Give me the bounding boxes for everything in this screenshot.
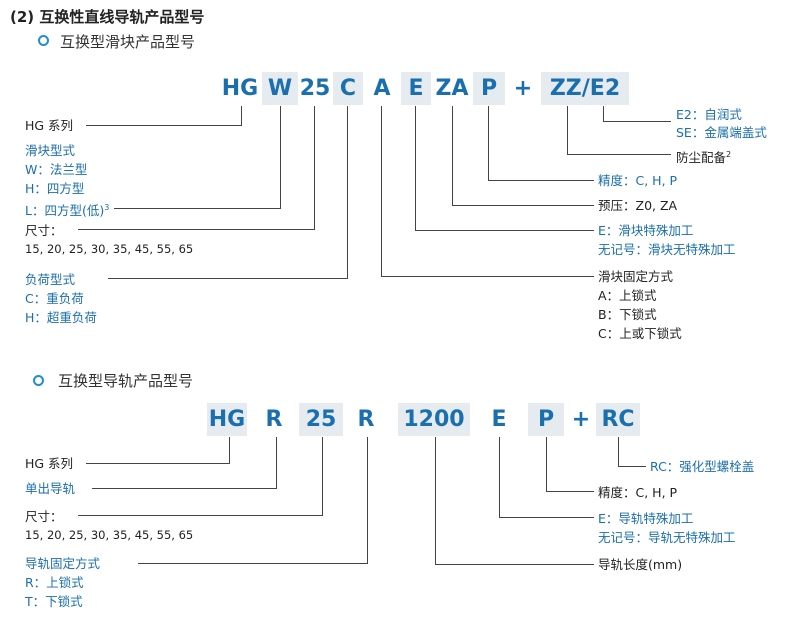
connector-line: [381, 106, 382, 277]
connector-line: [415, 106, 416, 231]
code-plus: +: [513, 76, 533, 101]
rail-subtitle: 互换型导轨产品型号: [58, 372, 194, 390]
connector-line: [322, 437, 323, 516]
connector-line: [603, 106, 604, 122]
rail-code-p: P: [528, 403, 564, 436]
rail-label-precision: 精度：C, H, P: [598, 485, 678, 500]
connector-line: [435, 437, 436, 565]
label-load-c: C：重负荷: [25, 291, 84, 306]
rail-label-length: 导轨长度(mm): [598, 557, 683, 572]
connector-line: [546, 437, 547, 492]
connector-line: [280, 106, 281, 209]
bullet-icon: [38, 35, 49, 46]
label-dust: 防尘配备2: [676, 150, 732, 166]
connector-line: [114, 208, 281, 209]
connector-line: [567, 106, 568, 155]
code-za: ZA: [435, 76, 469, 101]
code-a: A: [373, 76, 391, 101]
connector-line: [488, 180, 594, 181]
connector-line: [138, 563, 368, 564]
label-special-e: E：滑块特殊加工: [598, 223, 694, 238]
label-block-type-h: H：四方型: [25, 181, 85, 196]
connector-line: [381, 276, 594, 277]
connector-line: [78, 515, 323, 516]
rail-code-r2: R: [357, 407, 375, 432]
rail-label-fix-t: T：下锁式: [25, 594, 83, 609]
connector-line: [618, 437, 619, 467]
rail-code-r: R: [265, 407, 283, 432]
rail-label-special-none: 无记号：导轨无特殊加工: [598, 530, 736, 545]
code-c: C: [333, 72, 363, 105]
label-seal-e2: E2：自润式: [676, 107, 742, 122]
connector-line: [367, 437, 368, 564]
connector-line: [78, 229, 315, 230]
rail-code-rc: RC: [596, 403, 640, 436]
connector-line: [488, 106, 489, 181]
rail-code-1200: 1200: [398, 403, 470, 436]
label-series: HG 系列: [25, 118, 74, 133]
connector-line: [435, 564, 594, 565]
connector-line: [452, 106, 453, 206]
rail-label-special-e: E：导轨特殊加工: [598, 511, 694, 526]
label-load-h: H：超重负荷: [25, 310, 97, 325]
label-size-values: 15, 20, 25, 30, 35, 45, 55, 65: [25, 242, 194, 256]
rail-label-fix-title: 导轨固定方式: [25, 556, 101, 571]
code-zz-e2: ZZ/E2: [541, 72, 629, 105]
connector-line: [415, 230, 594, 231]
code-25: 25: [299, 76, 331, 101]
connector-line: [452, 205, 594, 206]
section-title: (2) 互换性直线导轨产品型号: [10, 8, 205, 26]
label-precision: 精度：C, H, P: [598, 173, 678, 188]
connector-line: [567, 154, 671, 155]
label-fix-c: C：上或下锁式: [598, 326, 682, 341]
code-hg: HG: [221, 76, 259, 101]
label-size-title: 尺寸：: [25, 223, 63, 238]
label-fix-title: 滑块固定方式: [598, 269, 674, 284]
connector-line: [86, 463, 230, 464]
connector-line: [314, 106, 315, 230]
label-special-none: 无记号：滑块无特殊加工: [598, 242, 736, 257]
label-block-type-title: 滑块型式: [25, 143, 76, 158]
connector-line: [347, 106, 348, 279]
connector-line: [618, 466, 646, 467]
rail-label-series: HG 系列: [25, 456, 74, 471]
rail-label-size-title: 尺寸：: [25, 509, 63, 524]
bullet-icon: [33, 375, 44, 386]
label-block-type-w: W：法兰型: [25, 162, 88, 177]
rail-code-25: 25: [299, 403, 343, 436]
connector-line: [546, 491, 594, 492]
code-w: W: [262, 72, 298, 105]
connector-line: [499, 437, 500, 518]
connector-line: [108, 278, 348, 279]
rail-label-fix-r: R：上锁式: [25, 575, 84, 590]
connector-line: [92, 488, 277, 489]
connector-line: [86, 125, 242, 126]
slider-subtitle: 互换型滑块产品型号: [60, 33, 196, 51]
connector-line: [241, 106, 242, 126]
label-preload: 预压：Z0, ZA: [598, 198, 678, 213]
rail-code-hg: HG: [207, 403, 247, 436]
code-e: E: [401, 72, 431, 105]
connector-line: [603, 121, 671, 122]
rail-label-size-values: 15, 20, 25, 30, 35, 45, 55, 65: [25, 528, 194, 542]
rail-code-plus: +: [571, 407, 591, 432]
rail-label-single: 单出导轨: [25, 481, 76, 496]
label-fix-a: A：上锁式: [598, 288, 657, 303]
label-seal-se: SE：金属端盖式: [676, 125, 767, 140]
connector-line: [276, 437, 277, 489]
label-block-type-l: L：四方型(低)3: [25, 203, 110, 219]
label-load-title: 负荷型式: [25, 272, 76, 287]
rail-code-e: E: [491, 407, 507, 432]
connector-line: [229, 437, 230, 464]
code-p: P: [473, 72, 505, 105]
label-fix-b: B：下锁式: [598, 307, 657, 322]
rail-label-rc: RC：强化型螺栓盖: [650, 459, 755, 474]
connector-line: [499, 517, 594, 518]
